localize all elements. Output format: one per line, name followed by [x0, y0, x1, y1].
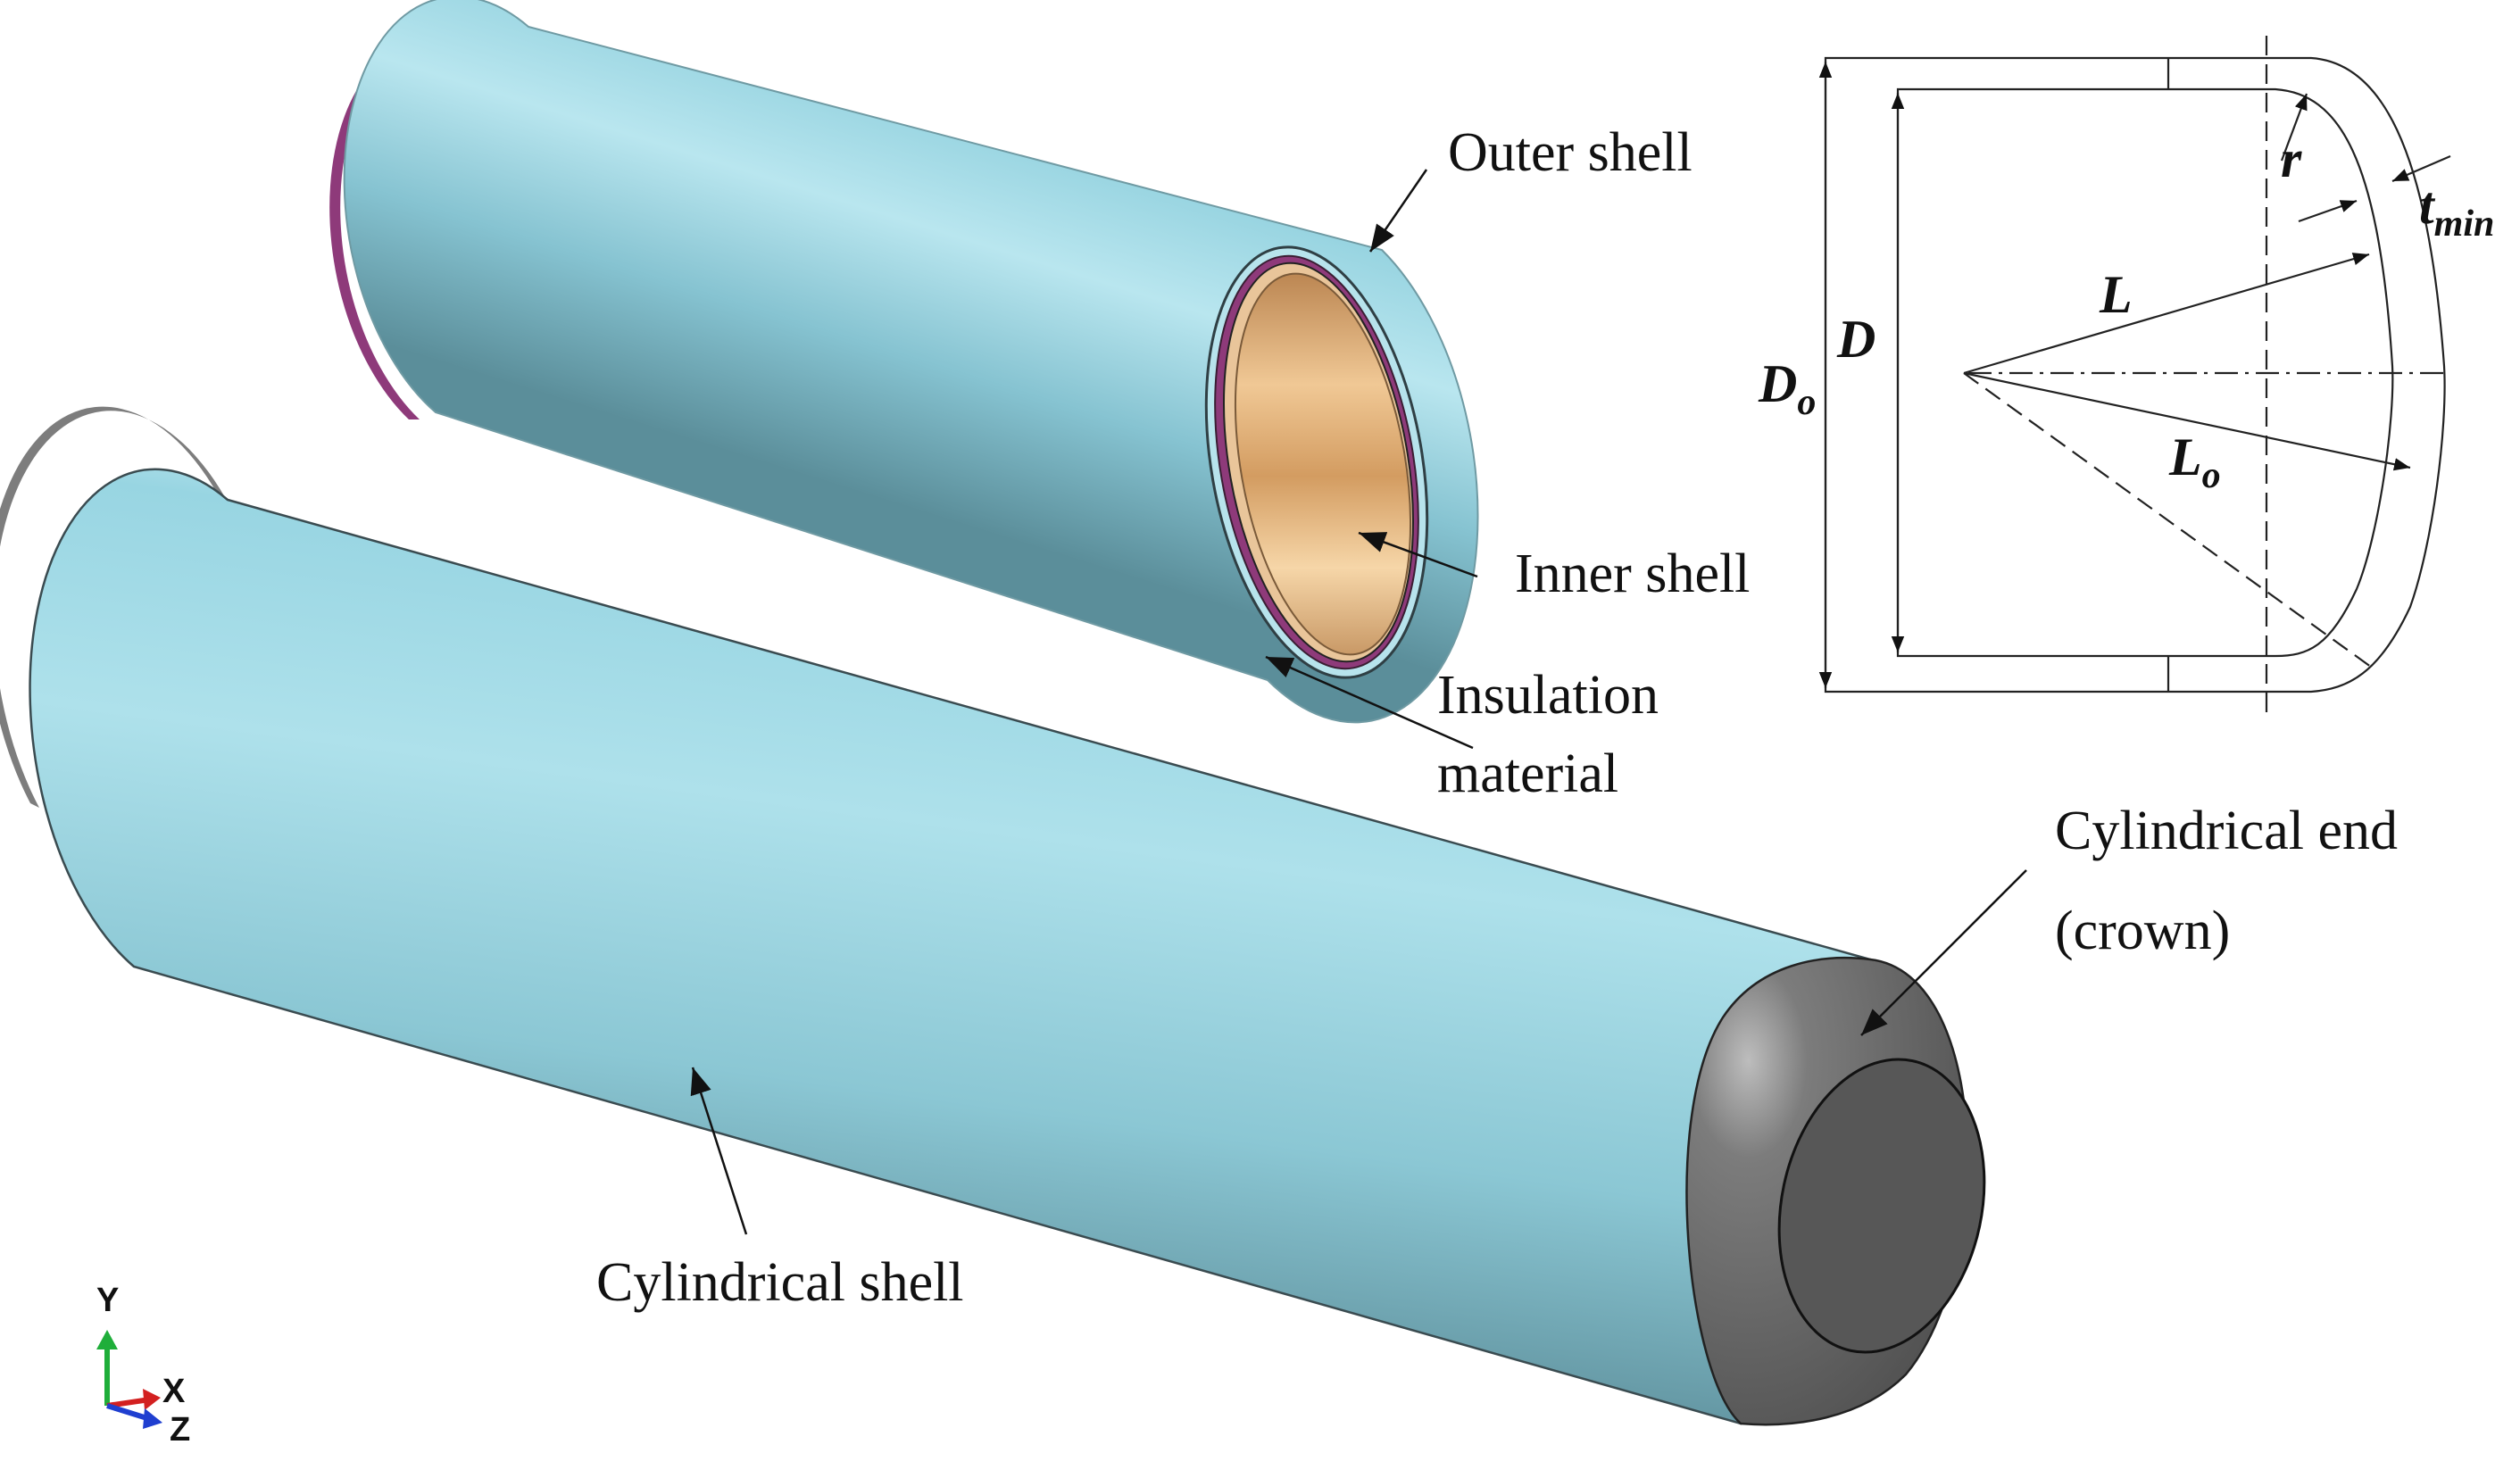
schematic-inner-contour: [1896, 87, 2394, 658]
upper-shell-body: [343, 0, 1479, 724]
outer-shell-leader: [1368, 169, 1428, 253]
symbol-Lo-sub: o: [2201, 455, 2221, 496]
z-axis-label: Z: [170, 1411, 191, 1449]
symbol-tmin: tmin: [2419, 176, 2494, 243]
x-axis-line: [106, 1397, 151, 1408]
cylindrical-shell-body: [29, 468, 1872, 1425]
symbol-Lo: Lo: [2169, 428, 2221, 494]
outer-shell-label: Outer shell: [1448, 122, 1692, 183]
tmin-arrow-in: [2298, 199, 2358, 223]
z-axis-line: [106, 1403, 151, 1422]
symbol-Lo-main: L: [2169, 428, 2202, 486]
symbol-D: D: [1837, 310, 1876, 369]
cylindrical-shell-label: Cylindrical shell: [596, 1252, 964, 1313]
z-axis-arrowhead: [143, 1408, 162, 1429]
symbol-r: r: [2281, 129, 2302, 188]
symbol-Do: Do: [1759, 354, 1816, 421]
inner-shell-leader: [1358, 531, 1478, 578]
cylindrical-end-label-line1: Cylindrical end: [2055, 801, 2398, 861]
insulation-label-line1: Insulation: [1437, 665, 1659, 726]
r-arrow: [2280, 93, 2308, 162]
x-axis-label: X: [162, 1373, 186, 1410]
cylindrical-shell-leader: [690, 1067, 748, 1235]
symbol-Do-main: D: [1759, 354, 1798, 413]
schematic-outer-contour: [1824, 56, 2446, 693]
y-axis-arrowhead: [96, 1330, 118, 1349]
symbol-tmin-sub: min: [2433, 203, 2495, 245]
axis-triad: [96, 1330, 162, 1429]
schematic: [1818, 36, 2451, 714]
crown-leader: [1860, 869, 2027, 1036]
inner-shell-label: Inner shell: [1515, 544, 1751, 604]
L-arrow: [1963, 253, 2370, 375]
upper-cylinder: [329, 0, 1479, 724]
insulation-leader: [1265, 655, 1474, 750]
symbol-tmin-main: t: [2419, 176, 2434, 235]
x-axis-arrowhead: [143, 1389, 161, 1410]
symbol-Do-sub: o: [1797, 382, 1817, 423]
insulation-label-line2: material: [1437, 743, 1619, 804]
tmin-arrow-out: [2391, 154, 2451, 183]
leader-lines: [690, 169, 2027, 1235]
lower-cylinder: [0, 406, 1986, 1426]
crown-flat-face: [1777, 1058, 1986, 1354]
symbol-L: L: [2100, 265, 2133, 324]
Lo-arrow: [1963, 371, 2411, 471]
y-axis-label: Y: [96, 1282, 120, 1319]
schematic-diagonal-dash: [1963, 372, 2375, 670]
cylindrical-end-label-line2: (crown): [2055, 901, 2231, 961]
inner-shell-surface: [1234, 272, 1412, 656]
